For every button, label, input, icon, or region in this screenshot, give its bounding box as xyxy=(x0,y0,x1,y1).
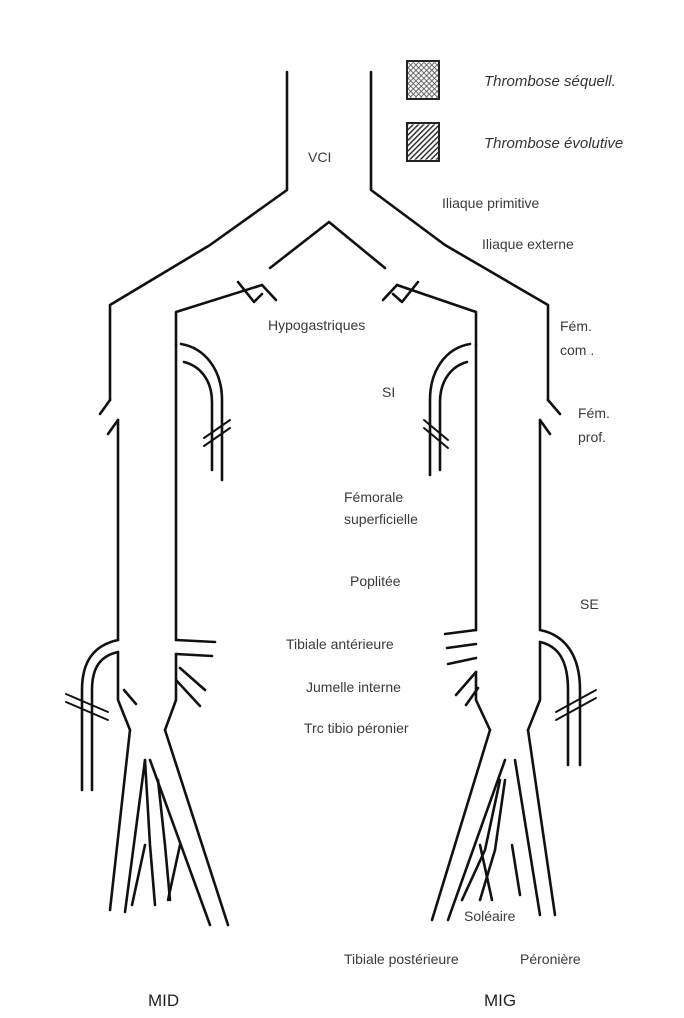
label-tibiale-anterieure: Tibiale antérieure xyxy=(286,635,394,653)
label-mid: MID xyxy=(148,992,179,1010)
label-trc-tibio-peronier: Trc tibio péronier xyxy=(304,719,409,737)
label-iliaque-externe: Iliaque externe xyxy=(482,235,574,253)
label-femorale-line1: Fémorale xyxy=(344,488,403,506)
label-peroniere: Péronière xyxy=(520,950,581,968)
label-si: SI xyxy=(382,383,395,401)
label-jumelle-interne: Jumelle interne xyxy=(306,678,401,696)
label-femorale-line2: superficielle xyxy=(344,510,418,528)
label-tibiale-posterieure: Tibiale postérieure xyxy=(344,950,459,968)
label-soleaire: Soléaire xyxy=(464,907,515,925)
label-fem-prof-line1: Fém. xyxy=(578,404,610,422)
label-poplitee: Poplitée xyxy=(350,572,401,590)
legend-label-evolving: Thrombose évolutive xyxy=(484,135,623,153)
label-se: SE xyxy=(580,595,599,613)
label-hypogastriques: Hypogastriques xyxy=(268,316,365,334)
legend-swatch-evolving xyxy=(406,122,440,162)
label-iliaque-primitive: Iliaque primitive xyxy=(442,194,539,212)
left-leg-veins xyxy=(424,344,596,920)
right-leg-veins xyxy=(66,344,230,925)
legend-label-sequelae: Thrombose séquell. xyxy=(484,73,616,91)
label-fem-prof-line2: prof. xyxy=(578,428,606,446)
label-vci: VCI xyxy=(308,148,331,166)
legend-swatch-sequelae xyxy=(406,60,440,100)
label-fem-com-line1: Fém. xyxy=(560,317,592,335)
label-fem-com-line2: com . xyxy=(560,341,594,359)
label-mig: MIG xyxy=(484,992,516,1010)
